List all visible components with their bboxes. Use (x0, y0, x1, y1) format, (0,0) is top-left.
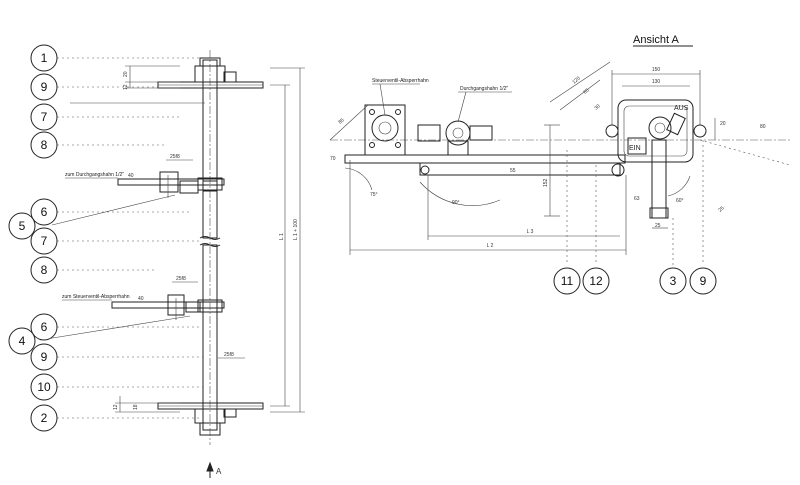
left-elevation-view: L 1 L 1 + 100 20 12 12 18 25f8 25f8 25f8… (39, 50, 305, 478)
dim-l2: L 2 (487, 243, 494, 249)
callout-bubble (30, 373, 58, 401)
dim-152: 152 (543, 178, 549, 187)
dim-150: 150 (652, 67, 661, 73)
callout-bubble (689, 267, 717, 295)
dim-80-right: 80 (760, 124, 766, 130)
dim-30: 30 (593, 103, 601, 111)
control-valve-block (364, 104, 406, 156)
dim-25f8-upper: 25f8 (170, 154, 180, 160)
callout-7-upper: 7 (41, 110, 48, 124)
dim-70: 70 (330, 156, 336, 162)
right-callouts: 11 12 3 9 (553, 267, 717, 295)
dim-40-lower: 40 (138, 296, 144, 302)
label-ein: EIN (629, 145, 641, 152)
left-callouts: 1 9 7 8 6 5 7 8 6 4 9 10 2 (8, 44, 58, 432)
dim-25f8-shaft: 25f8 (224, 352, 234, 358)
callout-3: 3 (670, 274, 677, 288)
handle-lever (651, 139, 667, 219)
callout-bubble (30, 131, 58, 159)
dim-60-deg: 60° (676, 198, 684, 204)
view-a-arrow-icon (206, 461, 214, 472)
label-steuerventil-top: Steuerventil-Absperrhahn (372, 78, 429, 84)
dim-130: 130 (652, 79, 661, 85)
callout-bubble (30, 256, 58, 284)
dim-12-top: 12 (123, 84, 129, 90)
callout-bubble (30, 73, 58, 101)
callout-2: 2 (41, 411, 48, 425)
lower-linkage-bar (419, 162, 621, 176)
callout-8-lower: 8 (41, 263, 48, 277)
callout-8-upper: 8 (41, 138, 48, 152)
callout-bubble (30, 227, 58, 255)
label-steuerventil-left: zum Steuerventil-Absperrhahn (62, 294, 130, 300)
dim-25-angle: 25 (717, 205, 725, 213)
dim-120: 120 (571, 75, 581, 85)
view-a-arrow-label: A (216, 467, 222, 476)
callout-bubble (30, 198, 58, 226)
dim-63: 63 (634, 196, 640, 202)
dim-65: 65 (582, 87, 590, 95)
callout-9-right: 9 (700, 274, 707, 288)
upper-lever-arm (117, 178, 225, 186)
callout-4: 4 (19, 334, 26, 348)
dim-12-bottom: 12 (113, 404, 119, 410)
label-aus: AUS (674, 105, 689, 112)
callout-bubble (30, 44, 58, 72)
dim-75-deg: 75° (370, 192, 378, 198)
callout-6-upper: 6 (41, 205, 48, 219)
dim-l1-100: L 1 + 100 (293, 219, 299, 240)
dim-20-right: 20 (720, 121, 726, 127)
callout-7-lower: 7 (41, 234, 48, 248)
right-view-ansicht-a: Ansicht A Steuerventil-Absperrhahn Durch… (329, 34, 791, 265)
dim-25f8-lower: 25f8 (176, 276, 186, 282)
dim-20-top: 20 (123, 71, 129, 77)
callout-bubble (30, 404, 58, 432)
callout-9-bottom: 9 (41, 350, 48, 364)
label-durchgang-top: Durchgangshahn 1/2" (460, 86, 508, 92)
label-durchgang-left: zum Durchgangshahn 1/2" (65, 172, 124, 178)
callout-9-top: 9 (41, 80, 48, 94)
callout-bubble (30, 313, 58, 341)
dim-55: 55 (510, 168, 516, 174)
callout-bubble (30, 103, 58, 131)
control-valve-body (371, 114, 399, 142)
switch-hub (648, 116, 672, 140)
callout-bubble (8, 327, 36, 355)
callout-bubble (659, 267, 687, 295)
dim-85: 85 (337, 117, 345, 125)
callout-bubble (30, 343, 58, 371)
dim-18-bottom: 18 (133, 404, 139, 410)
dim-90-deg: 90° (452, 200, 460, 206)
callout-5: 5 (19, 219, 26, 233)
callout-11: 11 (561, 274, 574, 288)
callout-bubble (553, 267, 581, 295)
callout-1: 1 (41, 51, 48, 65)
callout-6-lower: 6 (41, 320, 48, 334)
callout-bubble (8, 212, 36, 240)
dim-l3: L 3 (527, 229, 534, 235)
view-title: Ansicht A (633, 34, 680, 46)
callout-10: 10 (37, 380, 51, 394)
callout-12: 12 (589, 274, 603, 288)
dim-40-upper: 40 (128, 173, 134, 179)
callout-bubble (582, 267, 610, 295)
dim-25-lever: 25 (655, 223, 661, 229)
linkage-bar (344, 154, 626, 164)
dim-l1: L 1 (279, 233, 285, 240)
